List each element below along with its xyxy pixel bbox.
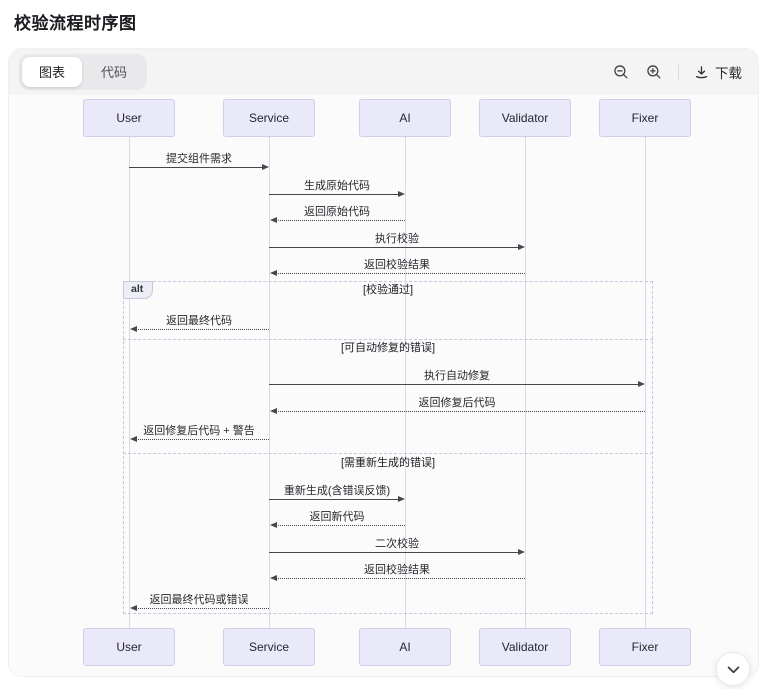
tab-chart[interactable]: 图表 [22, 57, 83, 87]
message-line [136, 439, 269, 440]
message-line [129, 167, 262, 168]
message-line [269, 247, 518, 248]
toolbar-actions: 下载 [612, 62, 742, 82]
actor-top-validator: Validator [479, 99, 571, 137]
actor-top-ai: AI [359, 99, 451, 137]
message-line [136, 329, 269, 330]
message-line [136, 608, 269, 609]
message-arrowhead [518, 244, 525, 250]
download-button[interactable]: 下载 [694, 62, 742, 82]
actor-top-service: Service [223, 99, 315, 137]
actor-bottom-fixer: Fixer [599, 628, 691, 666]
message-line [276, 578, 525, 579]
message-line [269, 194, 398, 195]
message-line [269, 552, 518, 553]
message-arrowhead [638, 381, 645, 387]
message-line [276, 220, 405, 221]
message-label: 返回最终代码 [166, 315, 232, 327]
actor-bottom-service: Service [223, 628, 315, 666]
message-label: 返回修复后代码 [418, 397, 496, 409]
zoom-out-icon [612, 63, 630, 81]
message-label: 返回校验结果 [364, 564, 430, 576]
message-arrowhead [398, 191, 405, 197]
sequence-diagram: alt [校验通过] [可自动修复的错误] [需重新生成的错误] 提交组件需求生成原始代… [9, 95, 760, 678]
alt-section-divider [123, 339, 653, 340]
message-label: 执行校验 [375, 233, 419, 245]
zoom-in-button[interactable] [645, 63, 663, 81]
actor-top-fixer: Fixer [599, 99, 691, 137]
lifeline-service [268, 137, 270, 628]
message-line [276, 525, 405, 526]
actor-bottom-ai: AI [359, 628, 451, 666]
message-label: 生成原始代码 [304, 180, 370, 192]
scroll-down-button[interactable] [716, 652, 750, 686]
message-arrowhead [269, 575, 277, 581]
alt-condition-label: [需重新生成的错误] [340, 457, 436, 469]
page-title: 校验流程时序图 [14, 14, 137, 33]
message-arrowhead [518, 549, 525, 555]
message-label: 提交组件需求 [166, 153, 232, 165]
tab-group: 图表 代码 [19, 54, 148, 90]
message-arrowhead [269, 522, 277, 528]
message-arrowhead [129, 436, 137, 442]
message-line [276, 273, 525, 274]
alt-frame-tag: alt [123, 281, 154, 299]
message-arrowhead [269, 408, 277, 414]
zoom-in-icon [645, 63, 663, 81]
message-arrowhead [129, 605, 137, 611]
message-arrowhead [269, 270, 277, 276]
alt-section-divider [123, 453, 653, 454]
toolbar: 图表 代码 [9, 49, 758, 95]
message-arrowhead [398, 496, 405, 502]
toolbar-divider [678, 64, 679, 80]
actor-bottom-user: User [83, 628, 175, 666]
message-label: 二次校验 [375, 538, 419, 550]
message-line [269, 384, 638, 385]
lifeline-ai [404, 137, 406, 628]
lifeline-fixer [644, 137, 646, 628]
zoom-out-button[interactable] [612, 63, 630, 81]
message-label: 重新生成(含错误反馈) [283, 485, 391, 497]
tab-code[interactable]: 代码 [101, 65, 128, 80]
alt-condition-label: [校验通过] [362, 284, 414, 296]
actor-bottom-validator: Validator [479, 628, 571, 666]
alt-frame [123, 281, 653, 614]
alt-condition-label: [可自动修复的错误] [340, 342, 436, 354]
message-label: 返回修复后代码 + 警告 [143, 425, 255, 437]
message-line [269, 499, 398, 500]
message-label: 返回新代码 [309, 511, 365, 523]
chevron-down-icon [725, 661, 742, 678]
message-arrowhead [269, 217, 277, 223]
message-label: 返回原始代码 [304, 206, 370, 218]
download-icon [694, 65, 709, 80]
lifeline-user [128, 137, 130, 628]
actor-top-user: User [83, 99, 175, 137]
download-label: 下载 [715, 66, 742, 81]
message-label: 返回最终代码或错误 [149, 594, 249, 606]
message-line [276, 411, 645, 412]
message-arrowhead [262, 164, 269, 170]
message-arrowhead [129, 326, 137, 332]
lifeline-validator [524, 137, 526, 628]
diagram-card: 图表 代码 [8, 48, 759, 677]
message-label: 执行自动修复 [424, 370, 490, 382]
message-label: 返回校验结果 [364, 259, 430, 271]
